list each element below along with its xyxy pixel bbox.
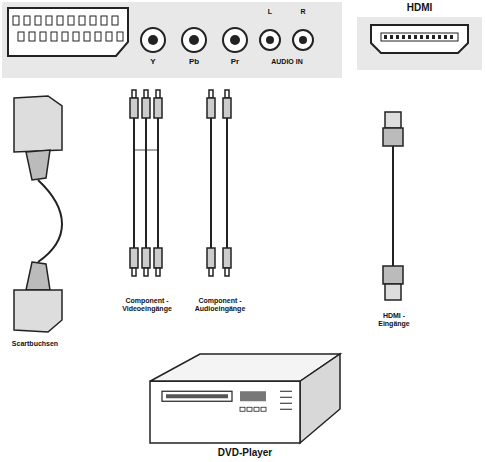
drawing-stroke (225, 90, 229, 98)
drawing-stroke (144, 268, 148, 276)
drawing-stroke (144, 90, 148, 98)
scart-pin (112, 16, 118, 25)
drawing-stroke (444, 35, 447, 39)
hdmi-cable (383, 112, 403, 300)
drawing-stroke (130, 248, 138, 268)
hdmi-port-panel: HDMI (357, 0, 482, 70)
drawing-stroke (280, 403, 292, 404)
drawing-stroke (261, 407, 266, 411)
drawing-stroke (156, 90, 160, 98)
rca-centres (148, 35, 307, 45)
scart-pin (18, 32, 24, 41)
jack-label: Pr (225, 58, 245, 66)
drawing-stroke (157, 118, 159, 248)
scart-pin (68, 16, 74, 25)
scart-pin (95, 32, 101, 41)
drawing-stroke (280, 391, 292, 392)
drawing-stroke (420, 35, 423, 39)
scart-pin (90, 16, 96, 25)
component-audio-cables (207, 90, 231, 276)
drawing-stroke (254, 407, 259, 411)
drawing-stroke (225, 268, 229, 276)
scart-pin (101, 16, 107, 25)
scart-pin (35, 16, 41, 25)
drawing-stroke (357, 17, 482, 70)
drawing-stroke (134, 150, 158, 151)
component-video-cables (130, 90, 162, 276)
drawing-stroke (414, 35, 417, 39)
jack-label: Pb (184, 58, 204, 66)
drawing-stroke (162, 391, 232, 401)
cable-label: Component -Audioeingänge (188, 297, 252, 313)
scart-pin (51, 32, 57, 41)
scart-pin (117, 32, 123, 41)
drawing-stroke (154, 98, 162, 118)
device-name: DVD-Player (140, 447, 350, 458)
drawing-stroke (240, 391, 266, 401)
drawing-stroke (209, 268, 213, 276)
port-heading: HDMI (357, 2, 482, 13)
drawing-stroke (223, 98, 231, 118)
jack-label: L (263, 8, 277, 16)
dvd-player-body (140, 348, 350, 460)
jack-label: R (296, 8, 310, 16)
drawing-stroke (280, 397, 292, 398)
scart-pin (62, 32, 68, 41)
scart-pin (106, 32, 112, 41)
cable-label: Scartbuchsen (0, 340, 70, 348)
cable-label: HDMI -Eingänge (371, 312, 417, 328)
jack-label: AUDIO IN (262, 58, 312, 66)
drawing-stroke (154, 248, 162, 268)
drawing-stroke (432, 35, 435, 39)
drawing-stroke (226, 118, 228, 248)
jack-label: Y (143, 58, 163, 66)
scart-pins (13, 16, 123, 41)
drawing-stroke (384, 35, 387, 39)
scart-pin (79, 16, 85, 25)
drawing-stroke (207, 98, 215, 118)
drawing-stroke (426, 35, 429, 39)
drawing-stroke (142, 248, 150, 268)
drawing-stroke (142, 98, 150, 118)
drawing-stroke (145, 118, 147, 248)
drawing-stroke (132, 268, 136, 276)
scart-pin (29, 32, 35, 41)
scart-pin (13, 16, 19, 25)
drawing-stroke (207, 248, 215, 268)
drawing-stroke (247, 407, 252, 411)
cable-label: Component -Videoeingänge (115, 297, 179, 313)
drawing-stroke (223, 248, 231, 268)
drawing-stroke (133, 118, 135, 248)
drawing-stroke (280, 409, 292, 410)
drawing-stroke (381, 33, 458, 41)
rca-jacks (141, 28, 313, 52)
scart-pin (84, 32, 90, 41)
drawing-stroke (438, 35, 441, 39)
drawing-stroke (240, 407, 245, 411)
drawing-stroke (150, 381, 300, 443)
drawing-stroke (132, 90, 136, 98)
dvd-player: DVD-Player (140, 348, 350, 460)
drawing-stroke (209, 90, 213, 98)
panel-ground (2, 2, 342, 78)
drawing-stroke (390, 35, 393, 39)
scart-pin (46, 16, 52, 25)
drawing-stroke (300, 354, 340, 443)
drawing-stroke (371, 25, 468, 53)
scart-pin (40, 32, 46, 41)
drawing-stroke (402, 35, 405, 39)
drawing-stroke (408, 35, 411, 39)
scart-socket (8, 8, 128, 56)
drawing-stroke (156, 268, 160, 276)
drawing-stroke (210, 118, 212, 248)
drawing-stroke (166, 394, 228, 398)
scart-pin (24, 16, 30, 25)
drawing-stroke (450, 35, 453, 39)
drawing-stroke (396, 35, 399, 39)
scart-pin (57, 16, 63, 25)
scart-pin (73, 32, 79, 41)
drawing-stroke (130, 98, 138, 118)
scart-cable (14, 96, 62, 332)
